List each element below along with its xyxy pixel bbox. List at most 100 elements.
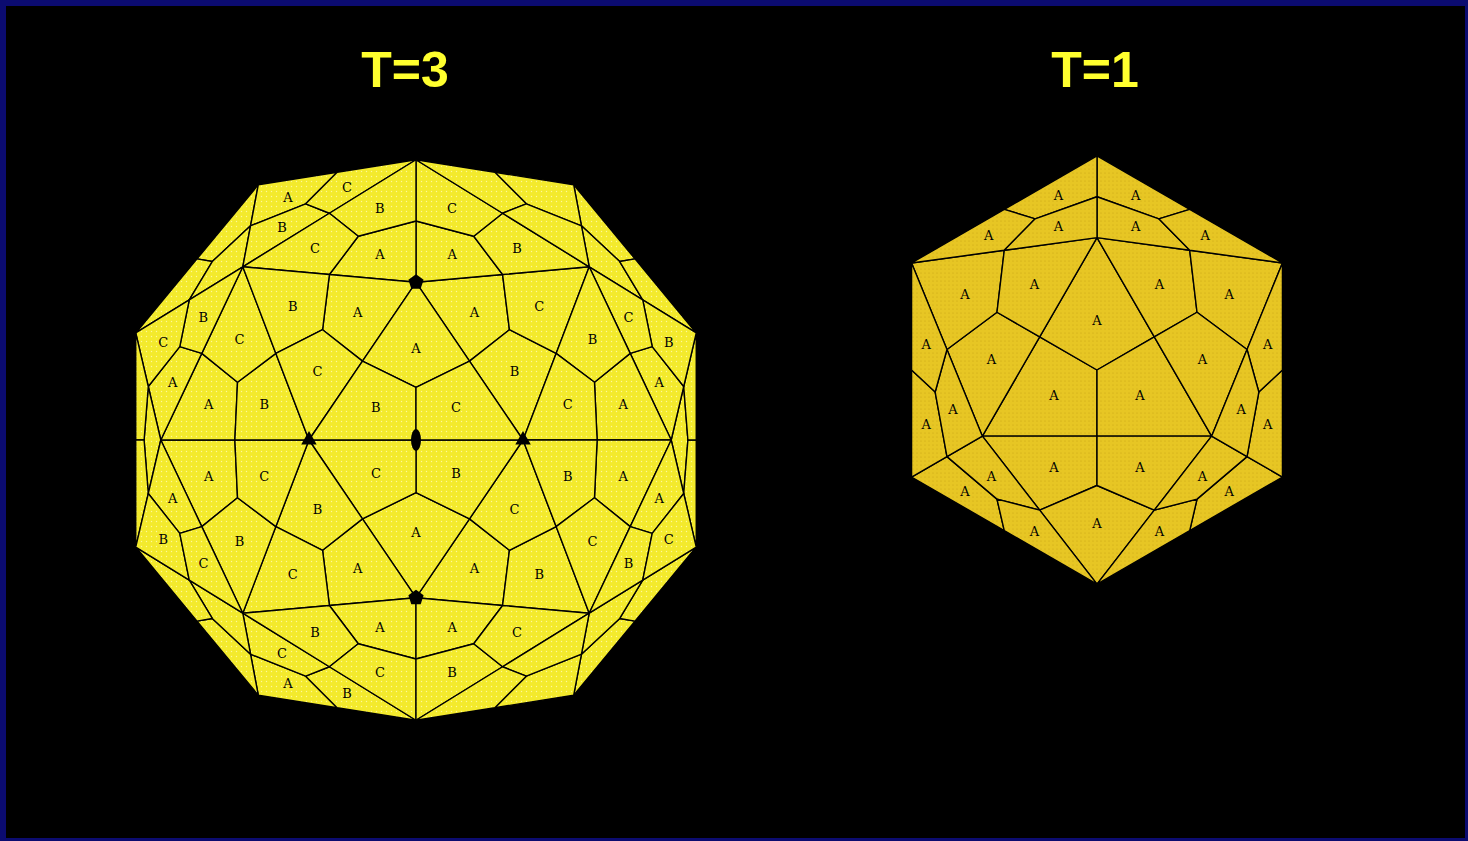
capsid-subunit (329, 644, 416, 721)
subunit-label: C (288, 567, 298, 580)
subunit-label: B (563, 470, 573, 483)
subunit-label: C (313, 365, 323, 378)
subunit-label: B (447, 666, 457, 679)
capsid-subunit (309, 361, 416, 440)
capsid-subunit (180, 267, 243, 354)
capsid-subunit (416, 440, 523, 519)
subunit-label: A (1224, 484, 1233, 497)
subunit-label: A (1224, 287, 1233, 300)
subunit-label: C (310, 241, 320, 254)
subunit-label: A (1155, 278, 1164, 291)
subunit-label: C (235, 333, 245, 346)
capsid-subunit (643, 494, 697, 581)
subunit-label: A (960, 484, 969, 497)
capsid-subunit (1159, 209, 1283, 263)
subunit-label: A (1054, 219, 1063, 232)
subunit-label: A (1092, 516, 1101, 529)
subunit-label: A (411, 526, 420, 539)
subunit-label: A (1155, 525, 1164, 538)
subunit-label: B (624, 557, 634, 570)
capsid-subunit (136, 333, 149, 440)
subunit-label: A (1030, 278, 1039, 291)
capsid-subunit (243, 213, 358, 274)
subunit-label: A (168, 492, 177, 505)
capsid-subunit (912, 209, 1036, 263)
subunit-label: B (535, 567, 545, 580)
symmetry-marks (301, 274, 531, 604)
subunit-label: A (1198, 469, 1207, 482)
subunit-label: A (1049, 461, 1058, 474)
subunit-label: A (948, 402, 957, 415)
subunit-label: A (1030, 525, 1039, 538)
subunit-label: A (1198, 352, 1207, 365)
subunit-label: A (168, 375, 177, 388)
subunit-label: C (624, 310, 634, 323)
subunit-label: A (283, 190, 292, 203)
capsid-subunit (997, 499, 1097, 584)
subunit-label: B (313, 502, 323, 515)
subunit-label: A (470, 562, 479, 575)
capsid-subunit (416, 160, 526, 214)
twofold-symbol (411, 429, 421, 451)
subunit-label: C (512, 626, 522, 639)
subunit-label: A (470, 305, 479, 318)
subunit-label: A (1049, 388, 1058, 401)
subunit-label: C (451, 401, 461, 414)
subunit-label: A (1200, 229, 1209, 242)
subunit-label: B (235, 535, 245, 548)
subunit-label: C (277, 646, 287, 659)
subunit-label: A (960, 287, 969, 300)
triangulation-number: T=1 (1051, 41, 1139, 99)
subunit-label: A (204, 397, 213, 410)
subunit-label: A (447, 620, 456, 633)
subunit-label: B (159, 532, 169, 545)
capsid-subunit (503, 613, 590, 676)
subunit-label: A (987, 352, 996, 365)
subunit-label: A (1092, 314, 1101, 327)
subunit-label: B (451, 466, 461, 479)
subunit-label: C (588, 535, 598, 548)
subunit-label: C (447, 201, 457, 214)
subunit-label: A (375, 247, 384, 260)
subunit-label: A (922, 337, 931, 350)
subunit-label: A (922, 417, 931, 430)
subunit-label: A (1236, 402, 1245, 415)
subunit-label: A (1263, 417, 1272, 430)
subunit-label: B (260, 397, 270, 410)
subunit-label: A (411, 342, 420, 355)
subunit-label: B (310, 626, 320, 639)
threefold-symbol (515, 431, 531, 445)
subunit-label: A (655, 375, 664, 388)
subunit-label: B (288, 300, 298, 313)
subunit-label: A (1135, 461, 1144, 474)
subunit-label: B (664, 335, 674, 348)
t3-capsid (136, 160, 697, 721)
subunit-label: C (534, 300, 544, 313)
subunit-label: A (447, 247, 456, 260)
triangulation-number: T=3 (361, 41, 449, 99)
subunit-label: B (588, 333, 598, 346)
subunit-label: C (198, 557, 208, 570)
subunit-label: C (664, 532, 674, 545)
capsid-subunit (235, 440, 309, 527)
subunit-label: A (984, 229, 993, 242)
capsid-subunit (416, 361, 523, 440)
threefold-symbol (301, 431, 317, 445)
subunit-label: A (1263, 337, 1272, 350)
subunit-label: A (375, 620, 384, 633)
subunit-label: A (655, 492, 664, 505)
subunit-label: A (618, 470, 627, 483)
capsid-subunit (180, 527, 243, 614)
subunit-label: B (371, 401, 381, 414)
subunit-label: C (563, 397, 573, 410)
subunit-label: B (277, 221, 287, 234)
fivefold-symbol (408, 590, 423, 605)
subunit-label: B (342, 686, 352, 699)
subunit-label: A (1131, 189, 1140, 202)
subunit-label: A (1054, 189, 1063, 202)
subunit-label: A (353, 305, 362, 318)
subunit-label: A (987, 469, 996, 482)
capsid-subunit (503, 204, 590, 267)
capsid-subunit (912, 263, 947, 392)
subunit-label: C (259, 470, 269, 483)
